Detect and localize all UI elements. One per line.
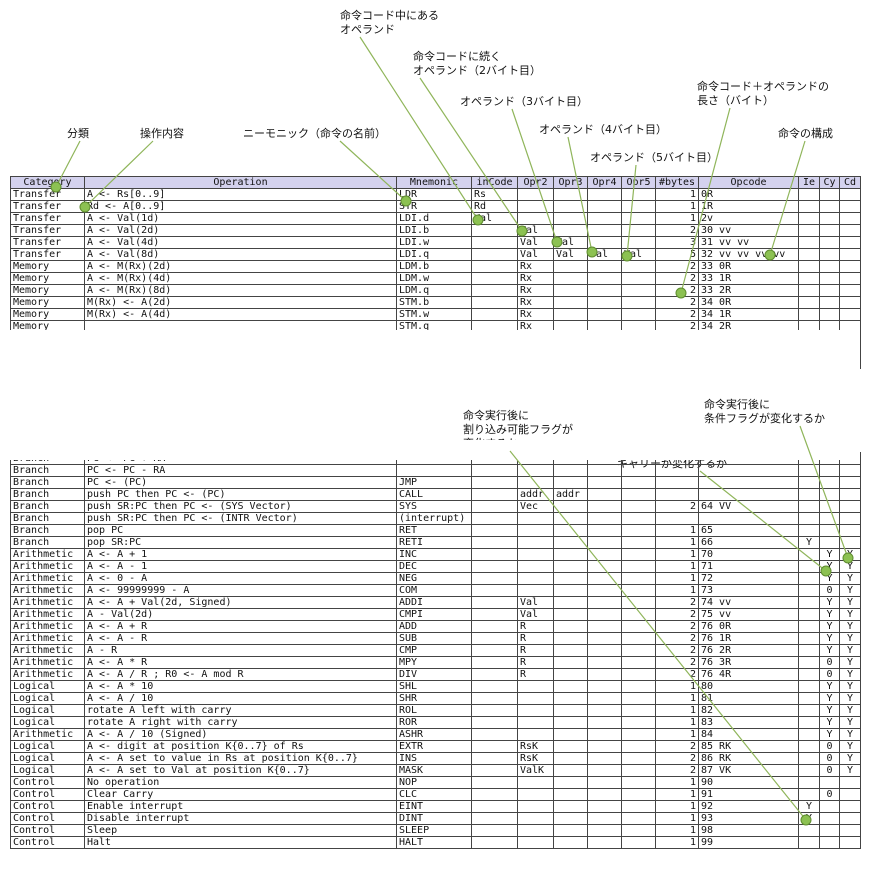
- dot-opcode: [764, 249, 776, 261]
- dot-cy: [820, 565, 832, 577]
- header-num-bytes: #bytes: [655, 176, 699, 189]
- dot-incode: [472, 214, 484, 226]
- annotation-mnemonic: ニーモニック（命令の名前）: [243, 127, 386, 140]
- dot-cd: [842, 552, 854, 564]
- header-opr4: Opr4: [587, 176, 622, 189]
- torn-edge: [10, 330, 860, 370]
- cell-cd: [839, 836, 861, 849]
- header-opcode: Opcode: [698, 176, 799, 189]
- dot-opr3: [551, 236, 563, 248]
- cell-category: Control: [10, 836, 85, 849]
- annotation-opcode: 命令の構成: [778, 127, 833, 140]
- annotation-category: 分類: [67, 127, 89, 140]
- header-opr3: Opr3: [553, 176, 588, 189]
- header-category: Category: [10, 176, 85, 189]
- dot-opr2: [516, 225, 528, 237]
- header-cd: Cd: [839, 176, 861, 189]
- dot-ie: [800, 814, 812, 826]
- cell-num-bytes: 1: [655, 836, 699, 849]
- annotation-operation: 操作内容: [140, 127, 184, 140]
- annotation-opr2: 命令コードに続く オペランド（2バイト目）: [413, 50, 541, 77]
- dot-length: [675, 287, 687, 299]
- dot-operation: [79, 201, 91, 213]
- dot-opr5: [621, 250, 633, 262]
- annotation-length: 命令コード＋オペランドの 長さ（バイト）: [697, 80, 829, 107]
- annotation-opr4: オペランド（4バイト目）: [539, 123, 667, 136]
- dot-category: [50, 181, 62, 193]
- header-opr2: Opr2: [517, 176, 554, 189]
- torn-edge-top: [10, 440, 860, 460]
- dot-mnemonic: [400, 195, 412, 207]
- cell-operation: Halt: [84, 836, 397, 849]
- annotation-cd: 命令実行後に 条件フラグが変化するか: [704, 398, 825, 425]
- annotation-opr3: オペランド（3バイト目）: [460, 95, 588, 108]
- annotation-opr5: オペランド（5バイト目）: [590, 151, 718, 164]
- header-ie: Ie: [798, 176, 820, 189]
- header-opr5: Opr5: [621, 176, 656, 189]
- dot-opr4: [586, 246, 598, 258]
- annotation-incode: 命令コード中にある オペランド: [340, 9, 439, 36]
